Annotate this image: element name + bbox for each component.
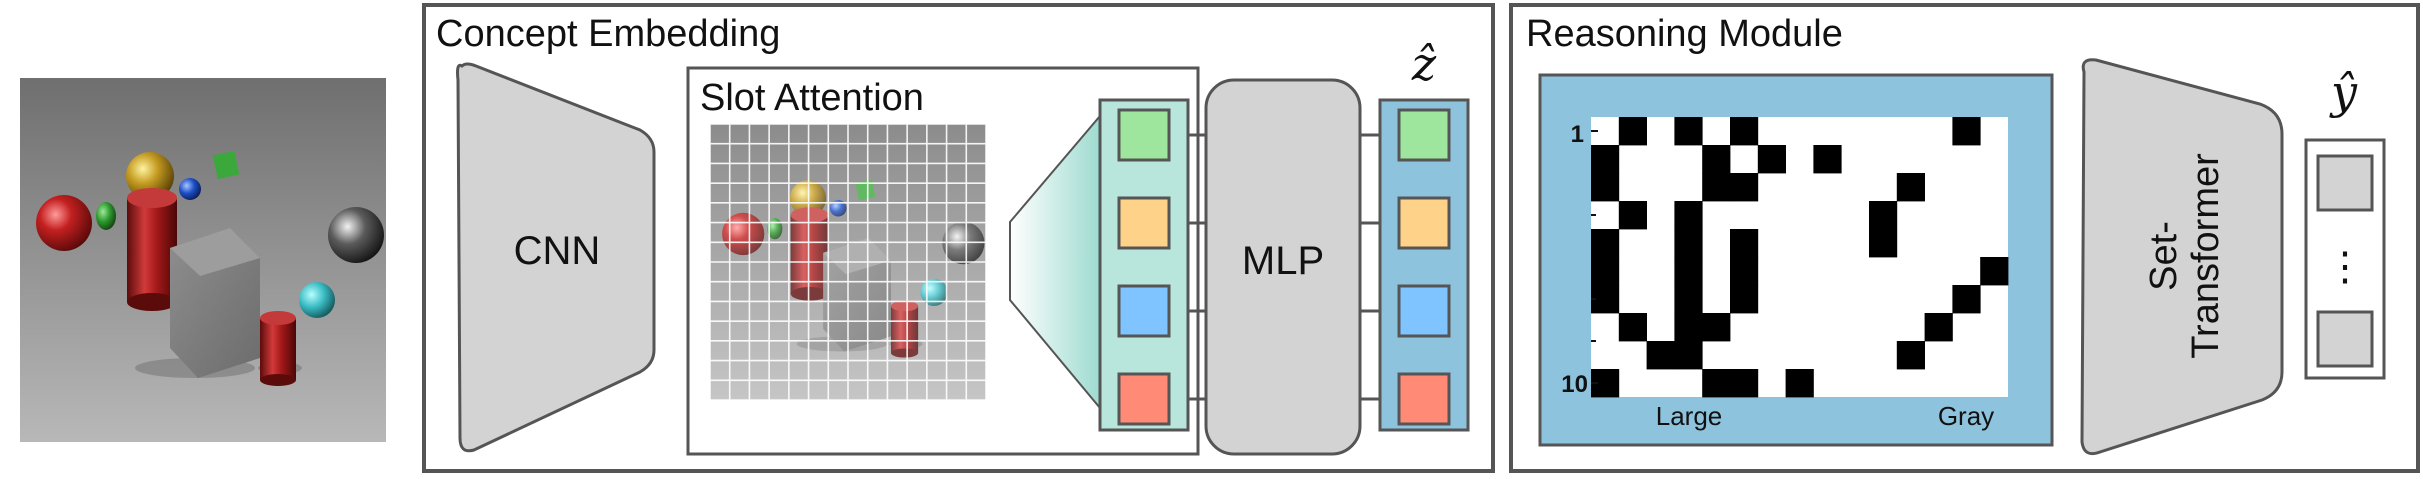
slot-square-2 [1117,196,1171,250]
matrix-cell [1591,173,1620,202]
slot-square-1 [1117,108,1171,162]
matrix-cell [1591,229,1620,258]
slot-attention-title: Slot Attention [700,77,924,119]
output-ellipsis: ⋮ [2325,245,2365,289]
matrix-cell [1591,145,1620,174]
matrix-cell [1674,201,1703,230]
input-scene-image [20,78,386,442]
output-slot-top [2316,154,2374,212]
matrix-cell [1591,257,1620,286]
matrix-cell [1730,117,1759,146]
matrix-cell [1730,229,1759,258]
z-hat-square-1 [1397,108,1451,162]
set-transformer-block [2080,58,2284,456]
matrix-cell [1813,145,1842,174]
matrix-cell [1952,285,1981,314]
matrix-cell [1730,173,1759,202]
matrix-cell [1674,313,1703,342]
matrix-cell [1757,145,1786,174]
matrix-row-label-last: 10 [1561,371,1588,398]
y-hat-label: ŷ [2329,65,2358,119]
reasoning-module-panel: Reasoning Module 1 10 Large Gray Set- Tr… [1509,3,2420,473]
reasoning-module-title: Reasoning Module [1526,13,1843,55]
matrix-cell [1702,369,1731,398]
matrix-cell [1674,257,1703,286]
matrix-cell [1646,341,1675,370]
slot-square-4 [1117,372,1171,426]
z-hat-square-2 [1397,196,1451,250]
matrix-cell [1618,117,1647,146]
z-hat-label: ẑ [1411,37,1437,91]
matrix-cell [1618,201,1647,230]
cnn-block [456,62,656,453]
matrix-cell [1896,173,1925,202]
matrix-cell [1730,257,1759,286]
set-transformer-label-line1: Set- [2143,221,2185,291]
z-hat-square-4 [1397,372,1451,426]
matrix-cell [1702,313,1731,342]
matrix-cell [1674,117,1703,146]
z-hat-square-3 [1397,284,1451,338]
matrix-cell [1924,313,1953,342]
matrix-cell [1674,229,1703,258]
matrix-cell [1869,229,1898,258]
matrix-row-label-first: 1 [1571,121,1584,148]
slot-square-3 [1117,284,1171,338]
set-transformer-label-line2: Transformer [2185,153,2227,359]
mlp-block [1204,78,1362,456]
matrix-cell [1785,369,1814,398]
concept-embedding-panel: Concept Embedding CNN Slot Attention MLP [422,3,1495,473]
matrix-cell [1674,285,1703,314]
matrix-cell [1730,285,1759,314]
matrix-cell [1730,369,1759,398]
mlp-label: MLP [1242,239,1324,283]
concept-embedding-title: Concept Embedding [436,13,780,55]
matrix-cell [1702,145,1731,174]
matrix-cell [1896,341,1925,370]
matrix-cell [1702,173,1731,202]
matrix-col-label-large: Large [1656,401,1723,431]
cnn-label: CNN [514,229,601,273]
matrix-col-label-gray: Gray [1938,401,1994,431]
matrix-cell [1952,117,1981,146]
matrix-cell [1980,257,2009,286]
slot-attention-grid-image [709,123,987,401]
matrix-cell [1674,341,1703,370]
output-slot-bottom [2316,310,2374,368]
matrix-cell [1618,313,1647,342]
matrix-cell [1869,201,1898,230]
